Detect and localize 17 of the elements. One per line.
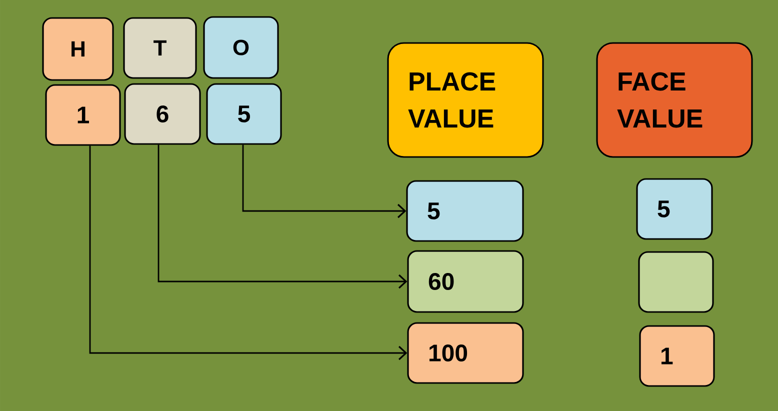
heading-box: PLACE VALUE bbox=[387, 42, 544, 158]
arrow bbox=[242, 144, 406, 218]
empty-box bbox=[638, 251, 714, 313]
arrow bbox=[89, 146, 408, 360]
letter-box: O bbox=[203, 16, 279, 79]
digit-box: 5 bbox=[206, 83, 282, 145]
value-box: 60 bbox=[407, 250, 524, 313]
value-box: 5 bbox=[406, 180, 524, 242]
arrow bbox=[158, 144, 408, 289]
letter-box: H bbox=[42, 17, 114, 81]
digit-box: 6 bbox=[124, 83, 201, 145]
value-box: 100 bbox=[407, 322, 524, 384]
letter-box: T bbox=[123, 17, 197, 79]
heading-box: FACE VALUE bbox=[596, 42, 753, 158]
value-box: 1 bbox=[639, 325, 715, 387]
value-box: 5 bbox=[636, 178, 713, 240]
digit-box: 1 bbox=[45, 84, 121, 146]
